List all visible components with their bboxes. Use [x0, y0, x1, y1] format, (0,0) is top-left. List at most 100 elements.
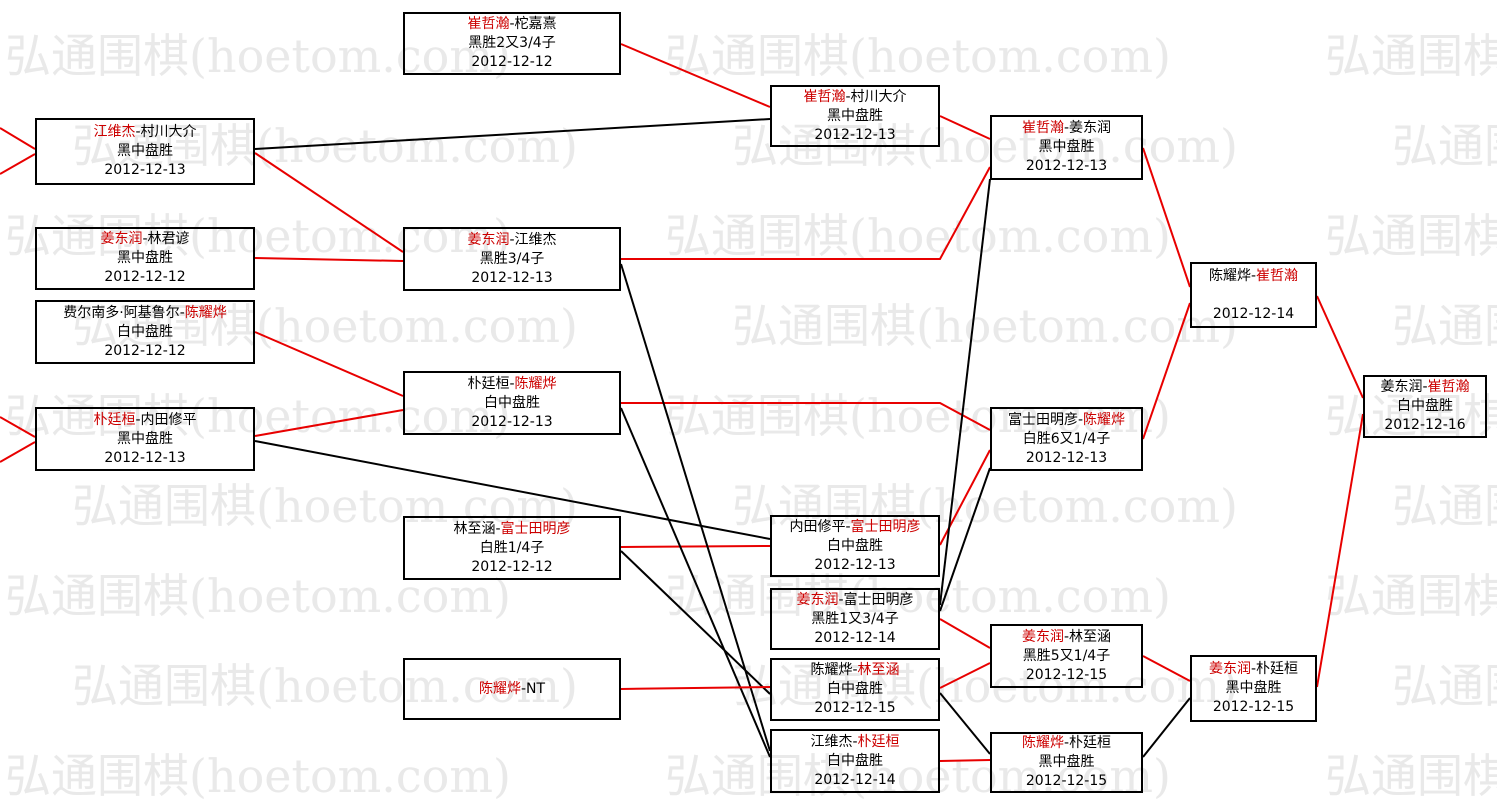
match-players: 林至涵-富士田明彦 — [453, 520, 570, 539]
connection-line-c1-1-to-c3-1 — [254, 118, 771, 150]
player-name-winner: 姜东润 — [467, 231, 510, 248]
player-name-winner: 陈耀烨 — [478, 680, 521, 697]
match-box-c2-5[interactable]: 陈耀烨-NT — [403, 658, 621, 720]
player-name-winner: 朴廷桓 — [857, 733, 900, 750]
player-name-winner: 朴廷桓 — [93, 411, 136, 428]
connection-line-c2-4-to-c3-4 — [620, 550, 771, 695]
match-date: 2012-12-15 — [814, 700, 896, 716]
player-separator: - — [1422, 379, 1428, 395]
match-box-c4-4[interactable]: 陈耀烨-朴廷桓黑中盘胜 2012-12-15 — [990, 732, 1143, 793]
match-players: 陈耀烨-NT — [479, 680, 545, 699]
match-date: 2012-12-15 — [1025, 773, 1108, 789]
match-date: 2012-12-13 — [814, 126, 896, 143]
player-name: 江维杰 — [810, 733, 853, 750]
player-name-winner: 陈耀烨 — [1021, 735, 1064, 751]
player-name: 朴廷桓 — [1069, 735, 1112, 751]
connection-line-c2-2-to-c3-5 — [620, 263, 771, 752]
player-name: 林至涵 — [453, 520, 496, 537]
player-separator: - — [142, 231, 148, 247]
connection-line-c3-5-to-c4-4 — [939, 759, 991, 762]
player-name-winner: 江维杰 — [93, 124, 136, 140]
match-date: 2012-12-14 — [1212, 305, 1295, 322]
player-separator: - — [509, 16, 515, 32]
player-name: 陈耀烨 — [810, 662, 853, 678]
player-name: 林至涵 — [1069, 628, 1112, 645]
connection-line-c4-2-to-c3-3 — [939, 467, 991, 612]
player-name: 富士田明彦 — [1007, 411, 1078, 428]
connection-line-c4-4-to-c5-2 — [1142, 697, 1191, 758]
connection-line-c3-3-to-c4-3 — [939, 618, 991, 649]
match-result: 黑中盘胜 — [117, 250, 173, 266]
match-result: 白胜1/4子 — [479, 539, 545, 556]
player-separator: - — [1063, 628, 1070, 645]
match-players: 崔哲瀚-姜东润 — [1022, 119, 1111, 138]
player-separator: - — [509, 231, 515, 248]
match-result: 黑中盘胜 — [1038, 754, 1095, 770]
connection-line-c2-1-to-c3-1 — [620, 43, 771, 108]
connection-line-c3-2-to-c4-2 — [939, 449, 991, 546]
match-players: 陈耀烨-朴廷桓 — [1022, 734, 1111, 753]
connection-line-c2-5-to-c3-4 — [620, 686, 771, 690]
player-name: 林君谚 — [147, 231, 190, 247]
match-date: 2012-12-16 — [1384, 417, 1466, 433]
connection-line-c3-4-to-c4-3 — [939, 662, 991, 689]
match-players: 江维杰-村川大介 — [93, 123, 196, 142]
connection-line-c2-2-to-c4-1 — [621, 166, 991, 260]
player-name-winner: 姜东润 — [796, 591, 839, 608]
player-separator: - — [1077, 411, 1084, 428]
match-players: 姜东润-林至涵 — [1022, 628, 1111, 647]
match-date: 2012-12-12 — [471, 54, 553, 70]
player-name: 富士田明彦 — [843, 591, 914, 608]
connection-line-c2-3-to-c4-2 — [621, 402, 991, 431]
connection-line-c1-1-to-c2-2 — [254, 152, 404, 253]
connection-line-c1-2-to-c2-2 — [254, 257, 404, 262]
match-result: 白中盘胜 — [1397, 398, 1453, 414]
connection-line-c3-4-to-c4-4 — [939, 692, 991, 755]
player-name: 费尔南多·阿基鲁尔 — [63, 304, 180, 321]
player-name-winner: 崔哲瀚 — [467, 16, 510, 32]
player-name-winner: 崔哲瀚 — [1021, 120, 1064, 136]
player-name-winner: 林至涵 — [857, 662, 900, 678]
match-result: 黑中盘胜 — [1225, 680, 1282, 696]
player-name: 朴廷桓 — [467, 375, 510, 392]
player-name-winner: 陈耀烨 — [184, 304, 227, 321]
match-date: 2012-12-12 — [104, 342, 186, 359]
match-date: 2012-12-15 — [1212, 699, 1295, 715]
player-separator: - — [1063, 120, 1070, 136]
player-name: 村川大介 — [850, 88, 907, 105]
connection-line-c2-3-to-c3-5 — [620, 407, 771, 758]
match-date: 2012-12-13 — [471, 413, 553, 430]
match-result: 黑中盘胜 — [117, 430, 173, 447]
match-result: 白胜6又1/4子 — [1022, 430, 1111, 447]
match-players: 陈耀烨-林至涵 — [810, 661, 899, 680]
player-name-winner: 崔哲瀚 — [803, 88, 846, 105]
match-result: 黑胜5又1/4子 — [1022, 647, 1111, 664]
match-result: 白中盘胜 — [827, 537, 883, 554]
player-name-winner: 富士田明彦 — [500, 520, 571, 537]
player-separator: - — [509, 375, 515, 392]
match-result: 黑中盘胜 — [1038, 139, 1095, 155]
connection-line-c4-1-to-c5-1 — [1142, 147, 1191, 288]
match-date: 2012-12-13 — [814, 556, 896, 573]
